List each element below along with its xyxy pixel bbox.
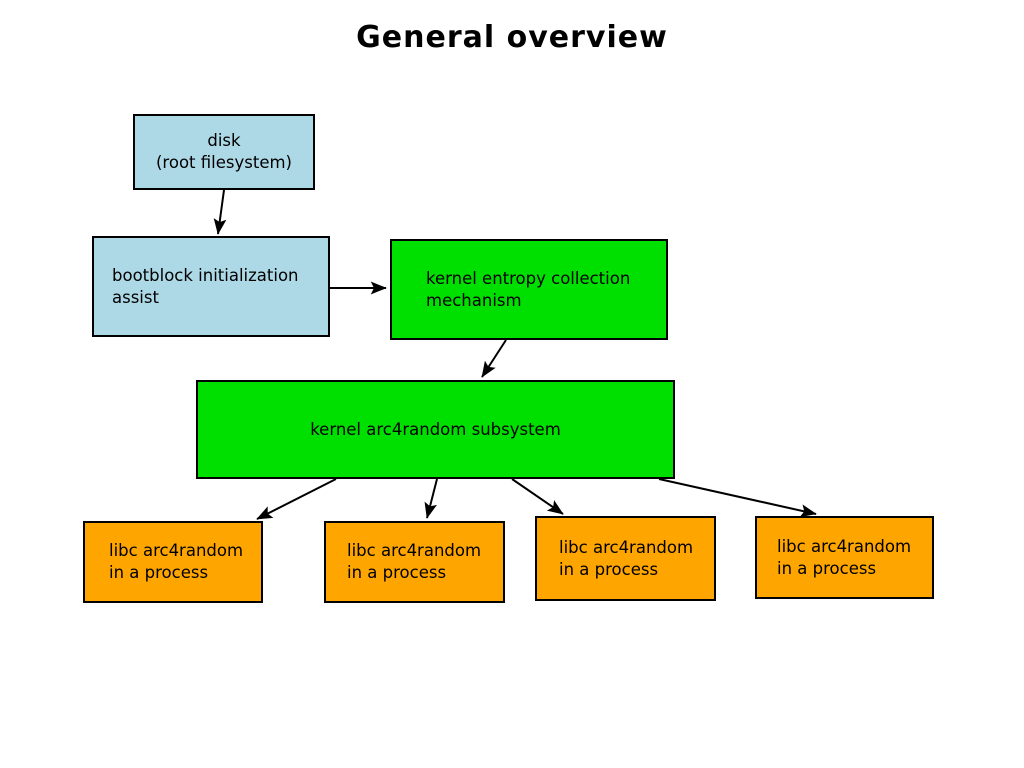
node-disk[interactable]: disk (root filesystem) [133, 114, 315, 190]
node-libc2-label: libc arc4random in a process [347, 541, 482, 582]
node-libc-arc4random-process-2[interactable]: libc arc4random in a process [324, 521, 505, 603]
subsystem-to-libc1-arrow [256, 478, 337, 520]
node-libc-arc4random-process-3[interactable]: libc arc4random in a process [535, 516, 716, 601]
subsystem-to-libc4-arrow [658, 478, 817, 517]
disk-to-bootblock-arrow [213, 189, 227, 235]
page-title: General overview [356, 20, 668, 55]
subsystem-to-libc3-arrow [511, 478, 564, 515]
node-libc4-label: libc arc4random in a process [777, 536, 912, 578]
node-kernel-arc4random-subsystem[interactable]: kernel arc4random subsystem [196, 380, 675, 479]
node-libc3-label: libc arc4random in a process [559, 537, 694, 579]
node-subsystem-label: kernel arc4random subsystem [310, 419, 561, 439]
node-libc-arc4random-process-1[interactable]: libc arc4random in a process [83, 521, 263, 603]
node-libc-arc4random-process-4[interactable]: libc arc4random in a process [755, 516, 934, 599]
node-entropy-label: kernel entropy collection mechanism [426, 268, 631, 310]
node-bootblock-initialization-assist[interactable]: bootblock initialization assist [92, 236, 330, 337]
entropy-to-subsystem-arrow [481, 339, 507, 378]
node-kernel-entropy-collection-mechanism[interactable]: kernel entropy collection mechanism [390, 239, 668, 340]
subsystem-to-libc2-arrow [424, 478, 438, 519]
node-bootblock-label: bootblock initialization assist [112, 265, 299, 307]
node-libc1-label: libc arc4random in a process [109, 541, 244, 582]
node-disk-label: disk (root filesystem) [156, 131, 292, 172]
